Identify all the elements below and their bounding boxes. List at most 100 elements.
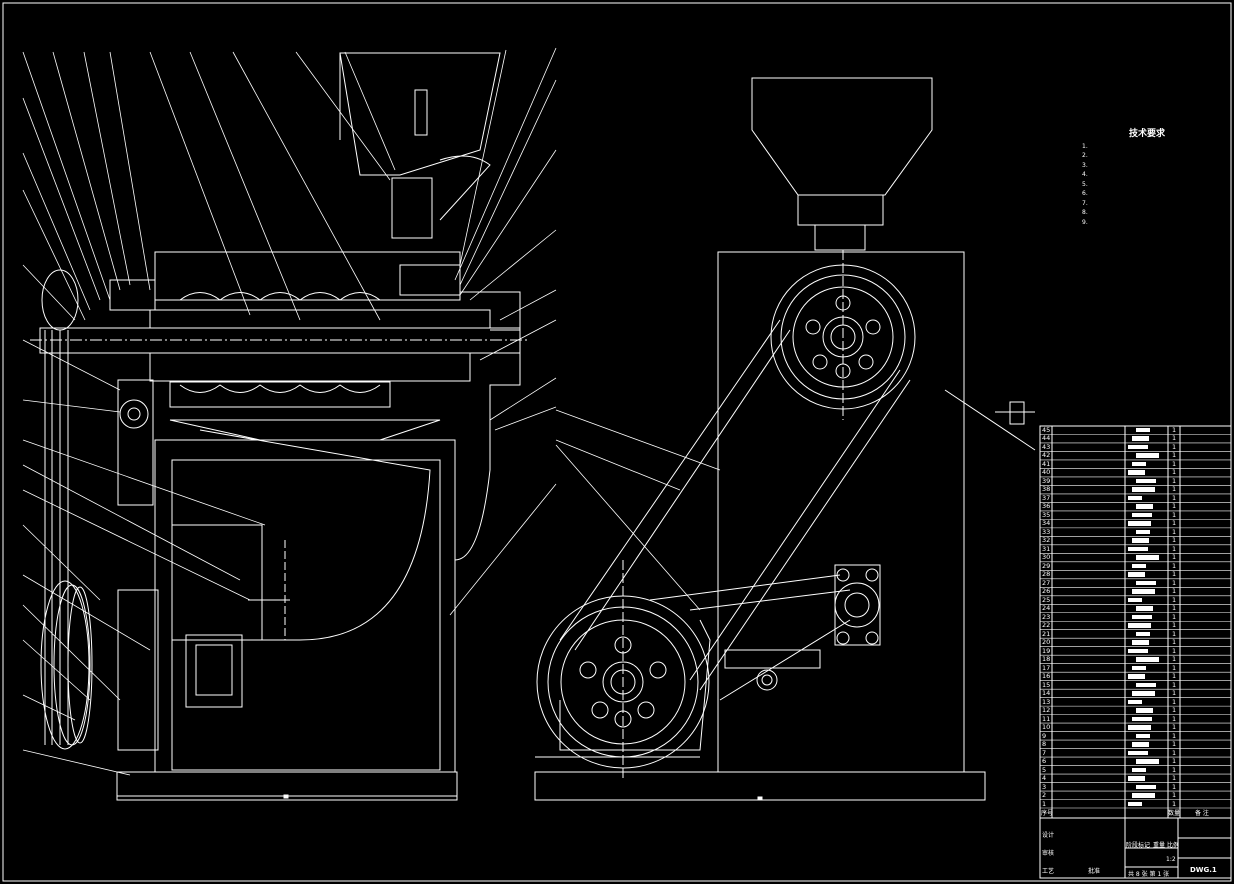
side-view <box>534 77 1036 801</box>
parts-row: 28 1 <box>1040 570 1231 578</box>
part-number: 1 <box>1042 799 1047 808</box>
part-quantity: 1 <box>1172 765 1177 774</box>
parts-row: 25 1 <box>1040 596 1231 604</box>
part-name-bar <box>1128 623 1151 628</box>
part-name-bar <box>1136 580 1156 586</box>
title-block: 设计 审核 工艺 批准 阶段标记 重量 比例 1:2 共 8 张 第 1 张 D… <box>1040 818 1231 878</box>
parts-row: 27 1 <box>1040 579 1231 587</box>
part-quantity: 1 <box>1172 502 1177 511</box>
part-number: 40 <box>1042 468 1051 477</box>
part-number: 28 <box>1042 570 1051 579</box>
part-quantity: 1 <box>1172 799 1177 808</box>
parts-row: 10 1 <box>1040 723 1231 731</box>
parts-row: 17 1 <box>1040 664 1231 672</box>
part-quantity: 1 <box>1172 578 1177 587</box>
part-quantity: 1 <box>1172 536 1177 545</box>
parts-row: 35 1 <box>1040 511 1231 519</box>
part-quantity: 1 <box>1172 553 1177 562</box>
parts-row: 40 1 <box>1040 468 1231 476</box>
part-name-bar <box>1136 657 1159 662</box>
parts-header: 序号 数量 备 注 <box>1040 808 1231 818</box>
part-number: 44 <box>1042 434 1051 443</box>
part-quantity: 1 <box>1172 689 1177 698</box>
parts-row: 7 1 <box>1040 749 1231 757</box>
part-number: 38 <box>1042 485 1051 494</box>
part-number: 22 <box>1042 621 1051 630</box>
label-design: 设计 <box>1042 832 1055 839</box>
technical-requirements: 技术要求 1.2.3.4.5.6.7.8.9. <box>1082 129 1212 227</box>
part-name-bar <box>1128 648 1148 654</box>
label-weight: 重量 <box>1153 842 1166 849</box>
tech-requirement-item: 5. <box>1082 180 1088 188</box>
part-quantity: 1 <box>1172 434 1177 443</box>
drawing-number: DWG.1 <box>1190 866 1217 874</box>
part-quantity: 1 <box>1172 442 1177 451</box>
tech-requirement-item: 9. <box>1082 218 1088 226</box>
parts-row: 14 1 <box>1040 689 1231 697</box>
part-number: 24 <box>1042 604 1051 613</box>
parts-row: 24 1 <box>1040 604 1231 612</box>
part-number: 36 <box>1042 502 1051 511</box>
part-number: 23 <box>1042 612 1051 621</box>
part-name-bar <box>1132 665 1146 671</box>
part-name-bar <box>1132 538 1149 543</box>
part-number: 11 <box>1042 714 1051 723</box>
part-quantity: 1 <box>1172 459 1177 468</box>
part-quantity: 1 <box>1172 672 1177 681</box>
part-quantity: 1 <box>1172 706 1177 715</box>
tech-requirement-item: 2. <box>1082 152 1088 159</box>
tech-requirement-item: 3. <box>1082 161 1088 169</box>
part-number: 2 <box>1042 791 1047 800</box>
part-quantity: 1 <box>1172 604 1177 613</box>
parts-row: 36 1 <box>1040 502 1231 510</box>
part-number: 8 <box>1042 740 1047 749</box>
part-number: 6 <box>1042 757 1047 766</box>
part-name-bar <box>1136 682 1156 688</box>
parts-row: 26 1 <box>1040 587 1231 595</box>
part-number: 16 <box>1042 672 1051 681</box>
part-number: 17 <box>1042 663 1051 672</box>
part-name-bar <box>1132 563 1146 569</box>
part-quantity: 1 <box>1172 621 1177 630</box>
header-remark: 备 注 <box>1195 810 1209 817</box>
part-name-bar <box>1132 436 1149 441</box>
label-scale: 比例 <box>1167 842 1180 849</box>
part-number: 4 <box>1042 774 1047 783</box>
part-name-bar <box>1128 750 1148 756</box>
part-name-bar <box>1128 699 1142 705</box>
part-number: 25 <box>1042 595 1051 604</box>
parts-row: 3 1 <box>1040 783 1231 791</box>
part-quantity: 1 <box>1172 740 1177 749</box>
part-number: 34 <box>1042 519 1051 528</box>
header-no: 序号 <box>1041 810 1054 817</box>
part-name-bar <box>1136 631 1150 637</box>
part-quantity: 1 <box>1172 731 1177 740</box>
part-quantity: 1 <box>1172 748 1177 757</box>
parts-row: 42 1 <box>1040 451 1231 459</box>
part-quantity: 1 <box>1172 680 1177 689</box>
part-quantity: 1 <box>1172 629 1177 638</box>
part-name-bar <box>1128 674 1145 679</box>
part-quantity: 1 <box>1172 510 1177 519</box>
part-number: 41 <box>1042 459 1051 468</box>
part-name-bar <box>1128 495 1142 501</box>
part-name-bar <box>1136 555 1159 560</box>
part-number: 45 <box>1042 426 1051 434</box>
part-name-bar <box>1128 521 1151 526</box>
part-name-bar <box>1132 793 1155 798</box>
part-quantity: 1 <box>1172 782 1177 791</box>
scale-value: 1:2 <box>1166 856 1176 863</box>
part-number: 43 <box>1042 442 1051 451</box>
parts-row: 44 1 <box>1040 434 1231 442</box>
header-qty: 数量 <box>1168 810 1181 817</box>
parts-row: 4 1 <box>1040 774 1231 782</box>
part-name-bar <box>1132 767 1146 773</box>
parts-row: 34 1 <box>1040 519 1231 527</box>
parts-row: 43 1 <box>1040 443 1231 451</box>
part-name-bar <box>1128 801 1142 806</box>
part-name-bar <box>1136 708 1153 713</box>
parts-row: 41 1 <box>1040 460 1231 468</box>
tech-requirement-item: 7. <box>1082 199 1088 207</box>
parts-row: 31 1 <box>1040 545 1231 553</box>
